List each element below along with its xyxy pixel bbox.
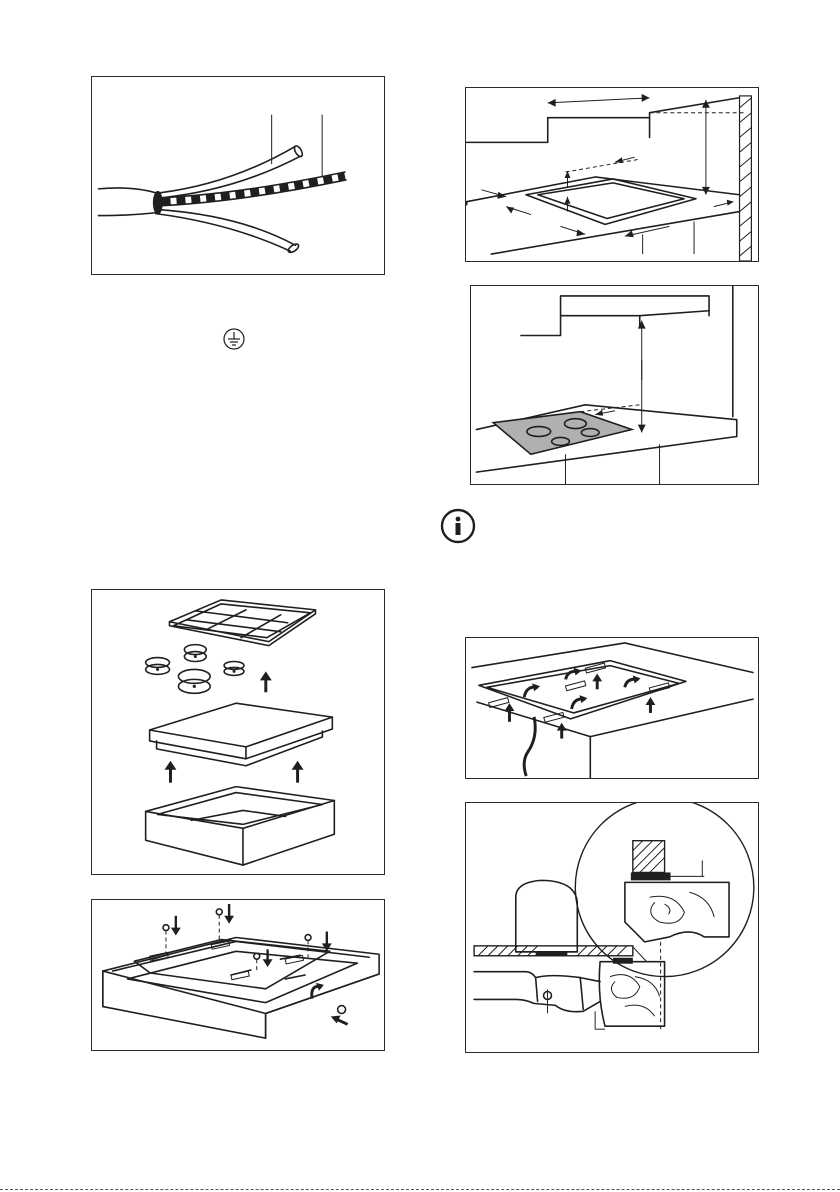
cutout-illustration [466,88,758,261]
brackets-under-worktop-illustration [466,638,758,778]
figure-cable [91,76,385,275]
cable-illustration [92,77,384,274]
earth-ground-icon [223,328,245,350]
figure-fixing-brackets [91,899,385,1051]
seal-cross-section-illustration [466,803,758,1052]
screw-icon [254,949,273,973]
screw-icon [163,916,181,954]
screw-icon [216,904,234,942]
figure-seal-cross-section [465,802,759,1053]
figure-cutout-dimensions [465,87,759,262]
figure-brackets-under-worktop [465,637,759,779]
fixing-brackets-illustration [92,900,384,1050]
exploded-hob-illustration [92,590,384,874]
figure-exploded-hob [91,589,385,875]
hob-clearance-illustration [471,286,758,484]
figure-hob-clearance [470,285,759,485]
page-bottom-rule [0,1189,840,1190]
info-icon [440,508,476,544]
